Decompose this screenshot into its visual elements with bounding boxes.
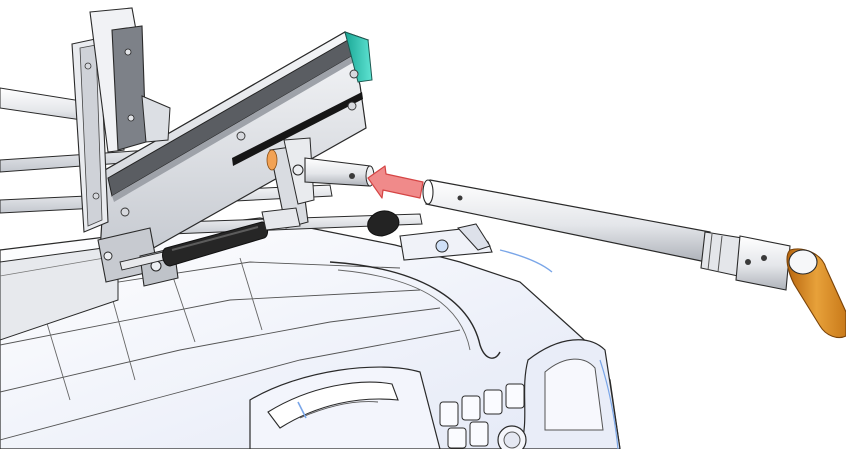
pole-collar-ring bbox=[707, 233, 713, 271]
beam-end-cap bbox=[344, 31, 373, 83]
beam-stripe bbox=[232, 92, 363, 166]
insert-arrow-icon bbox=[367, 165, 424, 199]
roof-rib-line bbox=[0, 329, 461, 441]
panel-seam bbox=[239, 257, 263, 331]
windshield-edge bbox=[337, 269, 471, 351]
extension-pole bbox=[422, 179, 846, 339]
hook-gusset bbox=[141, 95, 171, 143]
bolt bbox=[236, 131, 246, 141]
grille bbox=[439, 383, 525, 449]
stub-shaft-hole bbox=[349, 173, 355, 179]
latch-tab bbox=[457, 223, 491, 251]
side-plate bbox=[0, 245, 119, 341]
bolt bbox=[124, 48, 132, 56]
pivot-assembly bbox=[261, 137, 493, 261]
pole-hole bbox=[761, 255, 767, 261]
grille-slot bbox=[461, 395, 481, 421]
rubber-knob bbox=[367, 210, 400, 237]
bolt bbox=[349, 69, 359, 79]
stub-shaft bbox=[304, 157, 371, 187]
strut-cylinder-shine bbox=[171, 226, 259, 251]
roof-rib-line bbox=[0, 289, 421, 346]
headlamp-inner bbox=[544, 358, 604, 431]
roof-rib-line bbox=[0, 307, 441, 393]
grille-slot bbox=[447, 427, 467, 449]
hood-vent bbox=[267, 381, 399, 429]
clamp-part bbox=[261, 207, 301, 231]
bolt bbox=[292, 164, 304, 176]
bolt bbox=[92, 192, 100, 200]
bolt bbox=[103, 251, 113, 261]
grille-slot bbox=[483, 389, 503, 415]
upright-post-inner bbox=[79, 44, 103, 227]
pole-hole bbox=[457, 195, 463, 201]
bolt bbox=[127, 114, 135, 122]
handle-cap bbox=[788, 249, 818, 275]
grille-slot bbox=[505, 383, 525, 409]
headlamp-ring bbox=[503, 431, 521, 449]
insert-arrow-shape bbox=[367, 165, 424, 199]
bolt bbox=[84, 62, 92, 70]
pole-open-end bbox=[422, 179, 434, 205]
pole-sleeve bbox=[735, 235, 791, 291]
pole-collar-ring bbox=[717, 235, 723, 273]
highlight-edge bbox=[297, 401, 307, 419]
highlight-edge bbox=[499, 249, 553, 273]
hook-plate bbox=[111, 25, 147, 151]
side-plate-edge bbox=[0, 255, 117, 277]
grille-slot bbox=[439, 401, 459, 427]
hood-vent bbox=[299, 401, 379, 419]
highlight-edge bbox=[599, 359, 619, 449]
panel-seam bbox=[109, 289, 136, 381]
pole-hole bbox=[745, 259, 751, 265]
bolt bbox=[347, 101, 357, 111]
bushing bbox=[266, 149, 278, 171]
beam-grip-rail-light bbox=[112, 56, 354, 202]
latch-hole bbox=[435, 239, 449, 253]
grille-slot bbox=[469, 421, 489, 447]
windshield-edge bbox=[329, 261, 501, 359]
panel-seam bbox=[169, 267, 196, 343]
bolt bbox=[120, 207, 130, 217]
